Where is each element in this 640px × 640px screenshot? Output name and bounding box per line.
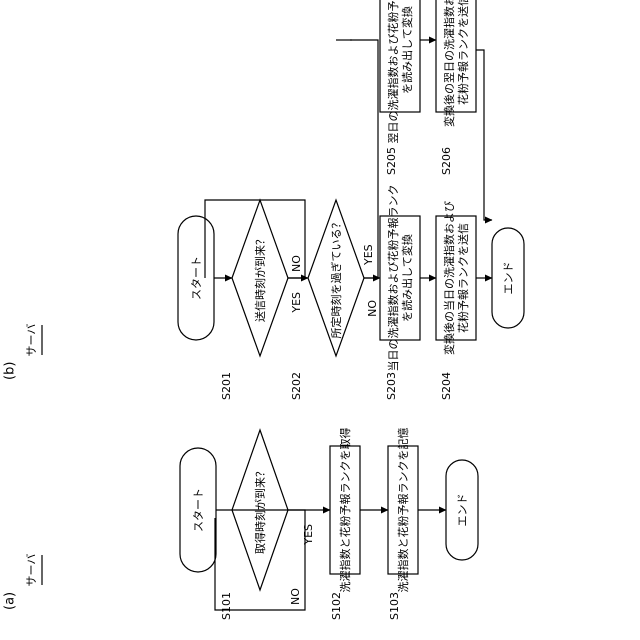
diagram-b-end-label: エンド — [502, 262, 515, 295]
diagram-b-s202-yes-branch-line — [350, 40, 378, 278]
diagram-b-step-s205-text-line2: を読み出して変換 — [400, 6, 414, 94]
diagram-b-step-s205-box — [380, 0, 420, 112]
diagram-a-actor-label: サーバ — [25, 554, 38, 587]
diagram-a-step-s102-id: S102 — [330, 592, 343, 620]
diagram-b-s202-no-label: NO — [366, 300, 379, 317]
diagram-b-s201-no-label: NO — [290, 255, 303, 272]
diagram-b-decision-s202-text: 所定時刻を過ぎている？ — [329, 218, 343, 339]
diagram-b: (b) サーバ スタート 送信時刻が到来？ S201 NO YES 所定時刻を過… — [3, 0, 525, 400]
diagram-b-step-s203-box — [380, 216, 420, 340]
diagram-b-step-s206-box — [436, 0, 476, 112]
diagram-b-decision-s201-id: S201 — [220, 372, 233, 400]
diagram-a-decision-s101-id: S101 — [220, 592, 233, 620]
diagram-b-step-s204-text-line2: 花粉予報ランクを送信 — [456, 223, 470, 333]
diagram-b-decision-s201-text: 送信時刻が到来？ — [253, 234, 267, 322]
diagram-a-start-label: スタート — [192, 488, 205, 532]
diagram-a-yes-label: YES — [302, 524, 315, 546]
diagram-b-actor-label: サーバ — [25, 324, 38, 357]
diagram-b-step-s205-text-line1: 翌日の洗濯指数および花粉予報ランク — [386, 0, 400, 144]
diagram-b-panel-label: (b) — [3, 362, 18, 380]
diagram-b-start-label: スタート — [190, 256, 203, 300]
diagram-a: (a) サーバ スタート 取得時刻が到来？ S101 NO YES 洗濯指数と花… — [3, 428, 479, 621]
diagram-a-step-s102-text: 洗濯指数と花粉予報ランクを取得 — [338, 428, 352, 593]
diagram-b-step-s204-id: S204 — [440, 372, 453, 400]
diagram-b-step-s206-text-line1: 変換後の翌日の洗濯指数および — [442, 0, 456, 127]
diagram-b-step-s206-id: S206 — [440, 147, 453, 175]
diagram-b-step-s203-text-line2: を読み出して変換 — [400, 234, 414, 322]
diagram-a-panel-label: (a) — [3, 592, 18, 610]
diagram-b-step-s206-text-line2: 花粉予報ランクを送信 — [456, 0, 470, 105]
diagram-b-step-s205-id: S205 — [385, 147, 398, 175]
diagram-a-step-s103-text: 洗濯指数と花粉予報ランクを記憶 — [396, 428, 410, 593]
diagram-b-arrow-s206-to-end — [476, 50, 492, 220]
diagram-b-s202-yes-label: YES — [362, 244, 375, 266]
diagram-a-no-label: NO — [289, 588, 302, 605]
diagram-a-end-label: エンド — [456, 494, 469, 527]
diagram-a-step-s103-id: S103 — [388, 592, 401, 620]
diagram-b-decision-s202-id: S202 — [290, 372, 303, 400]
diagram-b-step-s204-text-line1: 変換後の当日の洗濯指数および — [442, 201, 456, 355]
diagram-b-step-s203-text-line1: 当日の洗濯指数および花粉予報ランク — [386, 185, 400, 372]
diagram-b-step-s204-box — [436, 216, 476, 340]
diagram-b-step-s203-id: S203 — [385, 372, 398, 400]
diagram-b-s201-yes-label: YES — [290, 292, 303, 314]
